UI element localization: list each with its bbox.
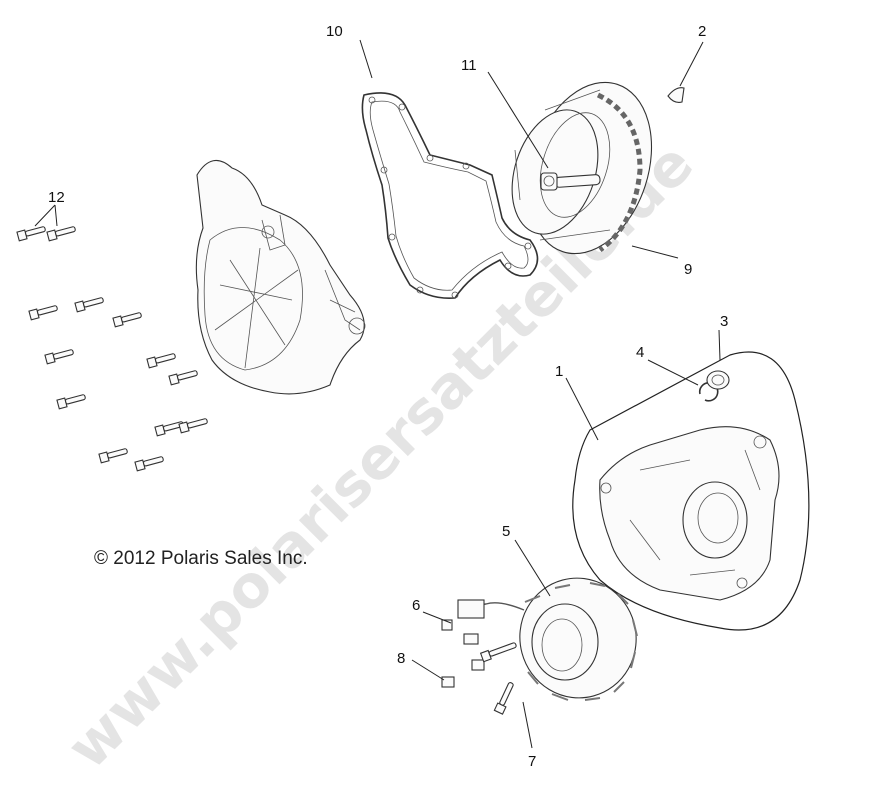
callout-5: 5 <box>502 523 510 540</box>
connector <box>457 599 485 671</box>
bolt <box>146 353 176 369</box>
bolts-group <box>16 226 208 472</box>
callout-9: 9 <box>684 261 692 278</box>
callout-3: 3 <box>720 313 728 330</box>
stator-screw <box>479 642 517 715</box>
bolt <box>154 421 184 437</box>
callout-12: 12 <box>48 189 65 206</box>
wire-clip-screw <box>441 619 453 631</box>
bolt <box>28 305 58 321</box>
callout-8: 8 <box>397 650 405 667</box>
clip-screw <box>441 676 455 688</box>
callout-1: 1 <box>555 363 563 380</box>
bolt <box>112 312 142 328</box>
bolt <box>74 297 104 313</box>
bolt <box>16 226 46 242</box>
engine-cover <box>195 159 366 395</box>
copyright-text: © 2012 Polaris Sales Inc. <box>94 548 308 569</box>
bolt <box>56 394 86 410</box>
bearing <box>706 370 730 390</box>
callout-4: 4 <box>636 344 644 361</box>
bolt <box>98 448 128 464</box>
callout-7: 7 <box>528 753 536 770</box>
stator <box>469 577 638 701</box>
callout-10: 10 <box>326 23 343 40</box>
gasket <box>361 92 539 300</box>
woodruff-key <box>667 87 685 103</box>
callout-6: 6 <box>412 597 420 614</box>
leader-lines <box>34 39 721 749</box>
bolt <box>44 349 74 365</box>
callout-2: 2 <box>698 23 706 40</box>
bolt <box>46 226 76 242</box>
bolt <box>134 456 164 472</box>
bolt <box>168 370 198 386</box>
flywheel <box>511 81 653 255</box>
bolt <box>178 418 208 434</box>
callout-11: 11 <box>461 57 477 74</box>
stator-housing <box>572 351 810 631</box>
